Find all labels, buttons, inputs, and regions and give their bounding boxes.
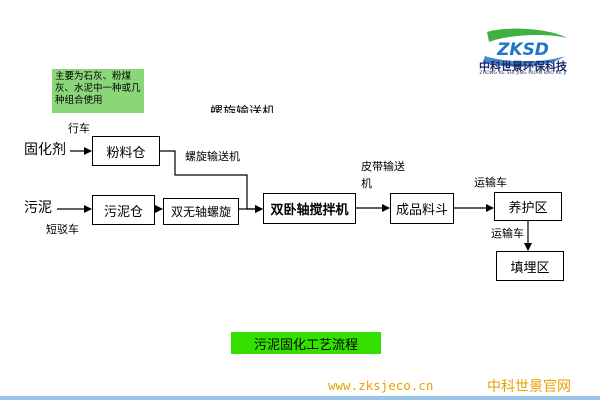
footer-stripe xyxy=(0,396,600,400)
node-twin-shaft-mixer: 双卧轴搅拌机 xyxy=(263,193,356,224)
footer-brand: 中科世景官网 xyxy=(487,379,571,395)
node-finished-hopper: 成品料斗 xyxy=(390,193,454,224)
node-curing-area: 养护区 xyxy=(494,192,562,221)
company-logo: ZKSD xyxy=(483,28,567,67)
input-solidifier: 固化剂 xyxy=(24,142,66,158)
input-sludge: 污泥 xyxy=(24,200,52,216)
label-transport-truck-1: 运输车 xyxy=(474,176,507,189)
logo-company-pinyin: ZHONG KE SHI JING HUAN BAO KE JI xyxy=(479,71,567,76)
label-screw-conveyor: 螺旋输送机 xyxy=(185,150,240,163)
label-truck: 行车 xyxy=(68,122,90,135)
logo-company-name: 中科世景环保科技 xyxy=(479,60,567,73)
node-twin-shaftless-screw: 双无轴螺旋 xyxy=(163,198,239,225)
diagram-title: 污泥固化工艺流程 xyxy=(231,332,381,354)
label-short-truck: 短驳车 xyxy=(46,223,79,236)
svg-text:ZKSD: ZKSD xyxy=(496,40,549,60)
label-transport-truck-2: 运输车 xyxy=(491,227,524,240)
node-landfill-area: 填埋区 xyxy=(496,251,564,281)
node-powder-silo: 粉料仓 xyxy=(92,136,160,166)
footer-website[interactable]: www.zksjeco.cn xyxy=(328,378,434,393)
node-sludge-silo: 污泥仓 xyxy=(92,195,155,225)
additive-note: 主要为石灰、粉煤灰、水泥中一种或几种组合使用 xyxy=(52,69,144,113)
partial-conveyor-label: 螺旋输送机 xyxy=(210,105,276,113)
label-belt-conveyor: 皮带输送机 xyxy=(361,160,405,190)
